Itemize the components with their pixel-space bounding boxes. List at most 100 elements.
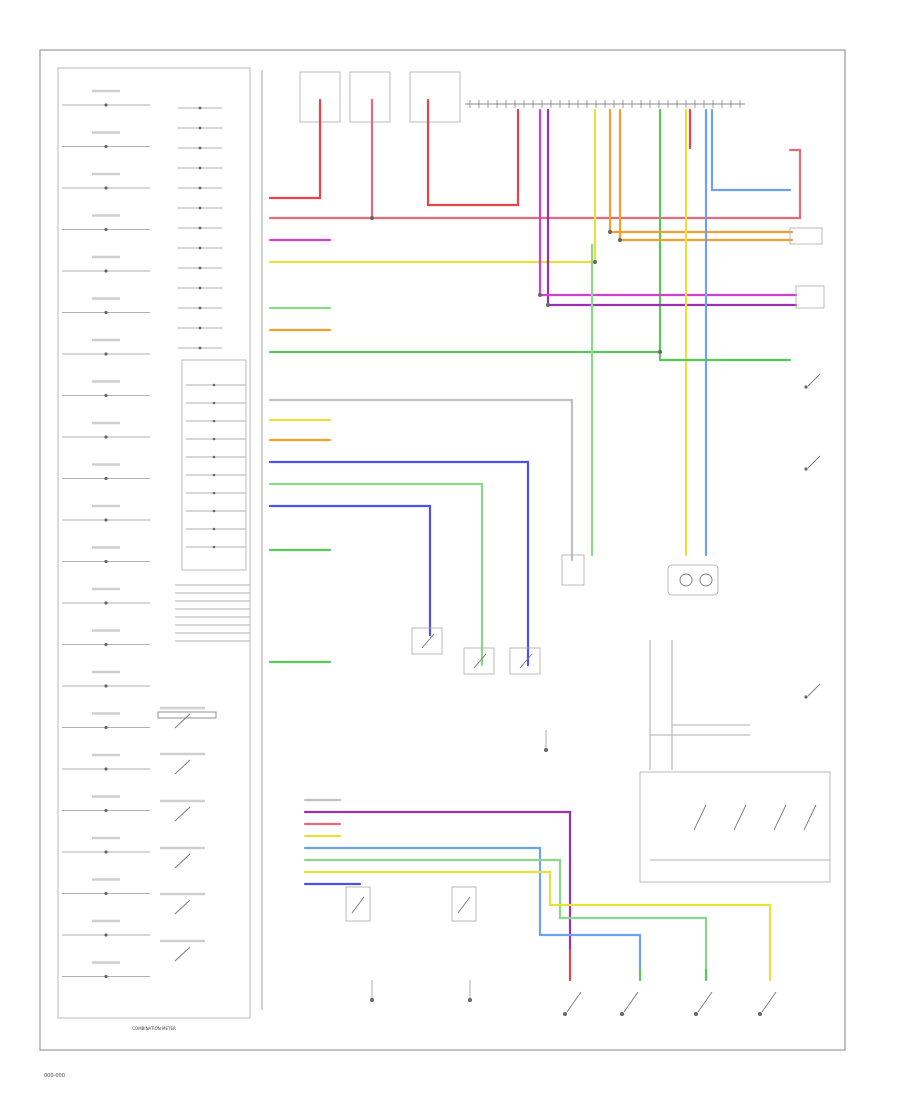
door-switch-lever xyxy=(697,991,713,1013)
cluster-lamp-dot xyxy=(104,186,108,190)
wire-orange xyxy=(608,108,794,234)
wire-magenta xyxy=(538,108,798,297)
ground-symbol xyxy=(468,998,472,1002)
cluster-lamp-dot xyxy=(104,850,108,854)
cluster-contact-dot xyxy=(198,306,202,310)
right-switch-lever xyxy=(807,683,821,697)
cluster-lamp-dot xyxy=(104,891,108,896)
cluster-lamp-dot xyxy=(104,559,108,564)
sub-contact-dot xyxy=(212,527,216,531)
gauge-needle xyxy=(174,759,191,775)
cluster-lamp-dot xyxy=(104,393,108,398)
cluster-lamp-dot xyxy=(104,518,108,522)
sensor-switch-lever xyxy=(519,653,533,669)
junction-dot xyxy=(370,216,374,220)
gauge-needle xyxy=(174,806,191,822)
cluster-lamp-dot xyxy=(104,435,108,439)
connector-block-b xyxy=(795,285,825,309)
relay-box xyxy=(667,564,719,596)
cluster-contact-dot xyxy=(198,286,202,290)
relay-contact xyxy=(699,573,713,587)
door-switch-ground xyxy=(758,1012,762,1016)
sub-contact-dot xyxy=(212,473,216,477)
wire-lightblue xyxy=(303,846,642,972)
control-unit-switch xyxy=(733,804,747,831)
cluster-lamp-dot xyxy=(104,310,108,315)
components xyxy=(345,216,830,1016)
sensor-switch-lever xyxy=(473,653,487,669)
wire-purple xyxy=(546,108,798,307)
gauge-needle xyxy=(174,946,191,962)
control-unit-switch xyxy=(773,804,787,831)
cluster-lamp-dot xyxy=(104,767,108,771)
cluster-lamp-dot xyxy=(104,269,108,273)
junction-dot xyxy=(546,303,550,307)
cluster-contact-dot xyxy=(198,346,202,350)
cluster-lamp-dot xyxy=(104,974,108,979)
sub-contact-dot xyxy=(212,545,216,549)
gauge-needle xyxy=(174,853,191,869)
instrument-cluster: COMBINATION METER xyxy=(57,67,251,1031)
cluster-border xyxy=(57,67,251,1019)
gauge-header xyxy=(157,711,217,719)
cluster-lamp-dot xyxy=(104,476,108,481)
door-switch-lever xyxy=(623,991,639,1013)
level-sensor-box xyxy=(561,554,585,586)
cluster-lamp-dot xyxy=(104,642,108,647)
junction-dot xyxy=(538,293,542,297)
sensor-switch-lever xyxy=(421,633,435,649)
bottom-sensor-box xyxy=(451,886,477,922)
cluster-contact-dot xyxy=(198,146,202,150)
bottom-sensor-box xyxy=(345,886,371,922)
cluster-sub-box xyxy=(181,359,247,571)
right-switch-pivot xyxy=(804,467,808,471)
junction-dot xyxy=(658,350,662,354)
fuse-box-3 xyxy=(409,71,461,123)
cluster-contact-dot xyxy=(198,326,202,330)
cluster-rows xyxy=(62,89,250,979)
sub-contact-dot xyxy=(212,437,216,441)
top-connector xyxy=(465,100,745,108)
wire-lightgreen xyxy=(268,482,484,667)
connector-block-a xyxy=(789,227,823,245)
sub-contact-dot xyxy=(212,455,216,459)
wire-lightblue xyxy=(710,108,792,192)
door-switch-lever xyxy=(566,991,582,1013)
wire-red xyxy=(268,98,322,200)
ground-symbol xyxy=(544,748,548,752)
cluster-contact-dot xyxy=(198,106,202,110)
sensor-switch-box xyxy=(509,647,541,675)
fuse-box-2 xyxy=(349,71,391,123)
bottom-sensor-lever xyxy=(457,896,471,914)
cluster-lamp-dot xyxy=(104,684,108,688)
right-switch-pivot xyxy=(804,385,808,389)
junction-dot xyxy=(608,230,612,234)
sub-contact-dot xyxy=(212,509,216,513)
door-switch-ground xyxy=(694,1012,698,1016)
control-unit-switch xyxy=(803,804,817,831)
sub-contact-dot xyxy=(212,491,216,495)
right-switch-lever xyxy=(807,455,821,469)
cluster-lamp-dot xyxy=(104,103,108,107)
wire-blue xyxy=(268,504,432,637)
cluster-contact-dot xyxy=(198,186,202,190)
door-switch-ground xyxy=(563,1012,567,1016)
cluster-lamp-dot xyxy=(104,933,108,937)
fuse-block xyxy=(299,71,461,123)
cluster-contact-dot xyxy=(198,206,202,210)
wire-gray xyxy=(268,398,574,562)
ground-symbol xyxy=(370,998,374,1002)
wire-blue xyxy=(268,460,530,667)
cluster-lamp-dot xyxy=(104,601,108,605)
door-switch-ground xyxy=(620,1012,624,1016)
gauge-needle xyxy=(174,713,191,729)
bottom-sensor-lever xyxy=(351,896,365,914)
control-unit-switch xyxy=(693,804,707,831)
cluster-label: COMBINATION METER xyxy=(132,1026,176,1031)
wire-green xyxy=(268,108,662,354)
junction-dot xyxy=(593,260,597,264)
gauge-needle xyxy=(174,899,191,915)
cluster-contact-dot xyxy=(198,246,202,250)
